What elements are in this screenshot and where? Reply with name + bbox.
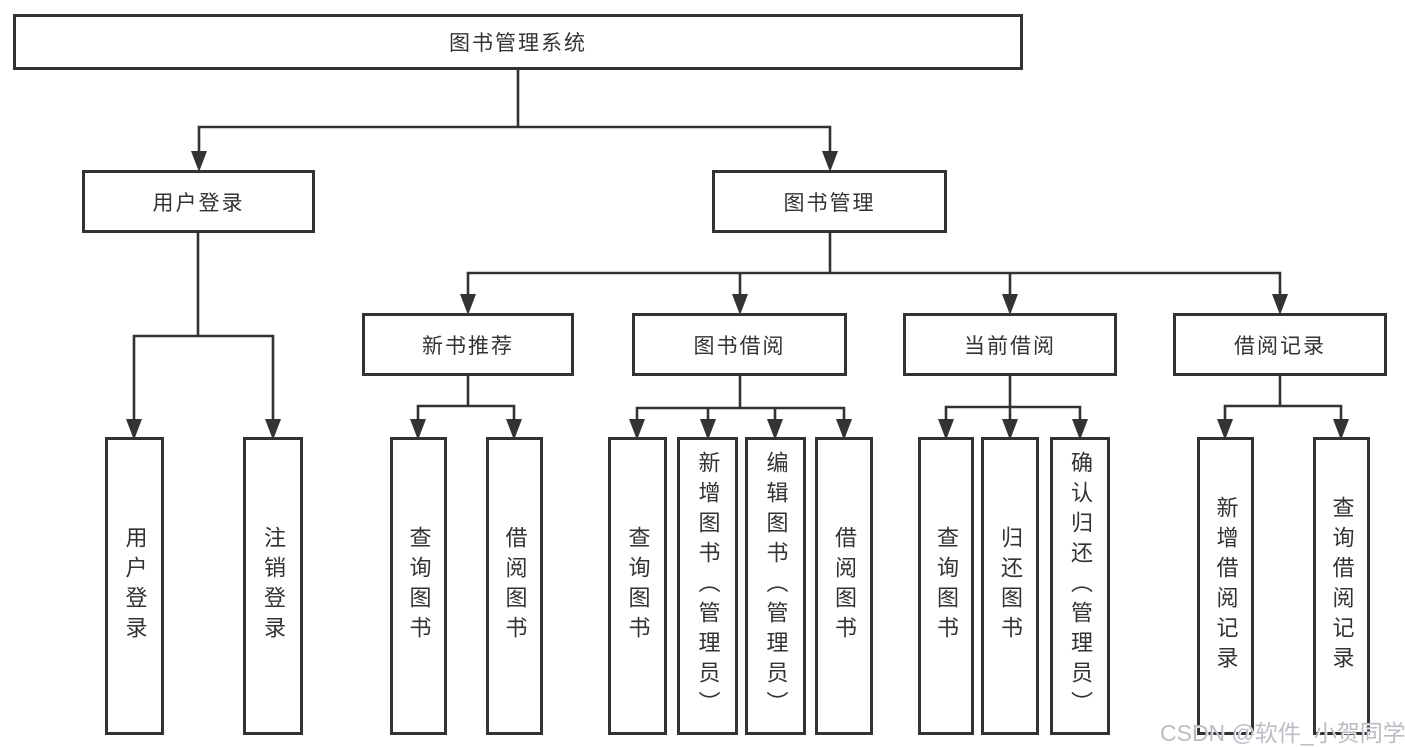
node-leaf-edit-books-admin: 编辑图书（管理员） bbox=[745, 437, 806, 735]
node-leaf-query-books-recommend-label: 查询图书 bbox=[406, 526, 432, 646]
node-leaf-add-borrow-record: 新增借阅记录 bbox=[1197, 437, 1254, 735]
node-current-borrow-label: 当前借阅 bbox=[964, 334, 1056, 358]
node-leaf-query-books-borrow-label: 查询图书 bbox=[625, 526, 651, 646]
node-root: 图书管理系统 bbox=[13, 14, 1023, 70]
node-user-login-label: 用户登录 bbox=[152, 191, 245, 215]
node-leaf-query-books-current: 查询图书 bbox=[918, 437, 974, 735]
node-leaf-add-books-admin-label: 新增图书（管理员） bbox=[695, 451, 721, 721]
node-root-label: 图书管理系统 bbox=[449, 32, 587, 55]
node-leaf-user-login: 用户登录 bbox=[105, 437, 164, 735]
node-new-book-recommend: 新书推荐 bbox=[362, 313, 574, 376]
node-leaf-borrow-books-recommend: 借阅图书 bbox=[486, 437, 543, 735]
node-leaf-query-borrow-record-label: 查询借阅记录 bbox=[1329, 496, 1355, 676]
node-leaf-query-borrow-record: 查询借阅记录 bbox=[1313, 437, 1370, 735]
node-leaf-logout: 注销登录 bbox=[243, 437, 303, 735]
node-leaf-add-books-admin: 新增图书（管理员） bbox=[677, 437, 738, 735]
node-leaf-confirm-return-admin: 确认归还（管理员） bbox=[1050, 437, 1110, 735]
node-leaf-return-books: 归还图书 bbox=[981, 437, 1039, 735]
node-borrow-records-label: 借阅记录 bbox=[1234, 334, 1326, 358]
node-book-borrow: 图书借阅 bbox=[632, 313, 847, 376]
node-leaf-edit-books-admin-label: 编辑图书（管理员） bbox=[763, 451, 789, 721]
arrowheads bbox=[126, 151, 1349, 440]
node-leaf-borrow-books: 借阅图书 bbox=[815, 437, 873, 735]
node-book-management: 图书管理 bbox=[712, 170, 947, 233]
node-leaf-query-books-recommend: 查询图书 bbox=[390, 437, 447, 735]
node-book-borrow-label: 图书借阅 bbox=[693, 334, 786, 358]
node-leaf-user-login-label: 用户登录 bbox=[122, 526, 148, 646]
node-leaf-confirm-return-admin-label: 确认归还（管理员） bbox=[1068, 451, 1093, 721]
node-leaf-query-books-borrow: 查询图书 bbox=[608, 437, 667, 735]
tree-edges bbox=[132, 68, 1343, 423]
watermark: CSDN @软件_小贺同学 bbox=[1160, 720, 1405, 746]
node-borrow-records: 借阅记录 bbox=[1173, 313, 1387, 376]
node-leaf-query-books-current-label: 查询图书 bbox=[934, 526, 959, 646]
node-leaf-add-borrow-record-label: 新增借阅记录 bbox=[1213, 496, 1239, 676]
node-leaf-logout-label: 注销登录 bbox=[261, 526, 286, 646]
node-user-login: 用户登录 bbox=[82, 170, 315, 233]
node-leaf-borrow-books-label: 借阅图书 bbox=[832, 526, 857, 646]
node-current-borrow: 当前借阅 bbox=[903, 313, 1117, 376]
node-leaf-return-books-label: 归还图书 bbox=[998, 526, 1023, 646]
node-leaf-borrow-books-recommend-label: 借阅图书 bbox=[502, 526, 528, 646]
node-new-book-recommend-label: 新书推荐 bbox=[422, 334, 514, 358]
node-book-management-label: 图书管理 bbox=[783, 191, 876, 215]
